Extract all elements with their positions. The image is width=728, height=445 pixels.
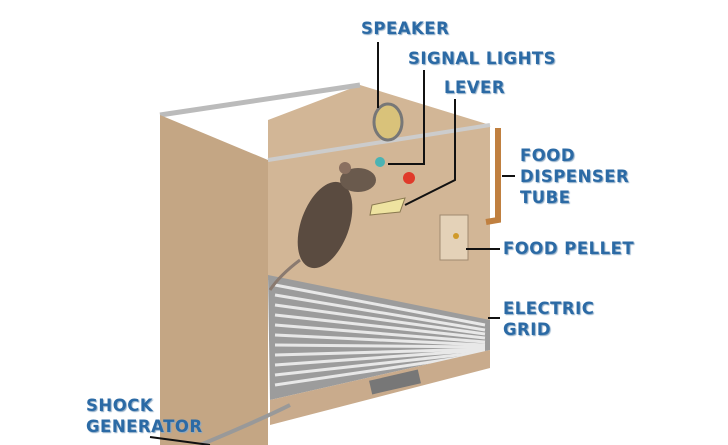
label-speaker: SPEAKER <box>361 19 450 38</box>
rat-head <box>340 168 376 192</box>
label-electric-grid: ELECTRIC GRID <box>503 298 594 340</box>
food-dispenser-tube <box>485 128 501 225</box>
rat-illustration <box>268 162 376 291</box>
grid-bars <box>274 283 486 387</box>
grid-bar <box>274 343 486 349</box>
leader-signal-lights <box>388 70 425 165</box>
grid-bar <box>274 293 486 332</box>
signal-light-red <box>403 172 415 184</box>
grid-bar <box>274 283 486 327</box>
leader-lines <box>149 42 515 445</box>
label-food-pellet: FOOD PELLET <box>503 239 635 258</box>
shock-cable <box>199 403 291 445</box>
label-lever: LEVER <box>444 78 506 97</box>
label-line: GENERATOR <box>86 417 203 436</box>
grid-bar <box>274 313 486 340</box>
leader-shock <box>149 436 211 445</box>
top-rail-front <box>267 123 491 162</box>
rat-body <box>297 181 353 269</box>
grid-bar <box>274 303 486 336</box>
label-line: SHOCK <box>86 396 154 415</box>
speaker-icon <box>372 102 404 142</box>
grid-bar <box>274 347 486 357</box>
label-line: ELECTRIC <box>503 299 595 318</box>
lever <box>369 197 406 216</box>
leader-lever <box>404 99 456 206</box>
left-wall <box>160 115 268 445</box>
grid-bar <box>274 323 486 344</box>
label-shock-generator: SHOCK GENERATOR <box>86 395 203 437</box>
label-line: DISPENSER <box>520 167 630 186</box>
label-line: FOOD <box>520 146 576 165</box>
grid-bar <box>274 333 486 347</box>
top-rail <box>159 82 361 118</box>
label-signal-lights: SIGNAL LIGHTS <box>408 49 557 68</box>
drawer-handle <box>369 369 421 395</box>
grid-bar <box>274 348 486 367</box>
rat-ear <box>339 162 351 174</box>
rat-tail <box>268 258 301 291</box>
food-pellet <box>453 233 459 239</box>
label-line: TUBE <box>520 188 571 207</box>
signal-light-teal <box>375 157 385 167</box>
label-food-dispenser-tube: FOOD DISPENSER TUBE <box>520 145 629 208</box>
grid-bar <box>274 350 486 377</box>
label-line: GRID <box>503 320 552 339</box>
